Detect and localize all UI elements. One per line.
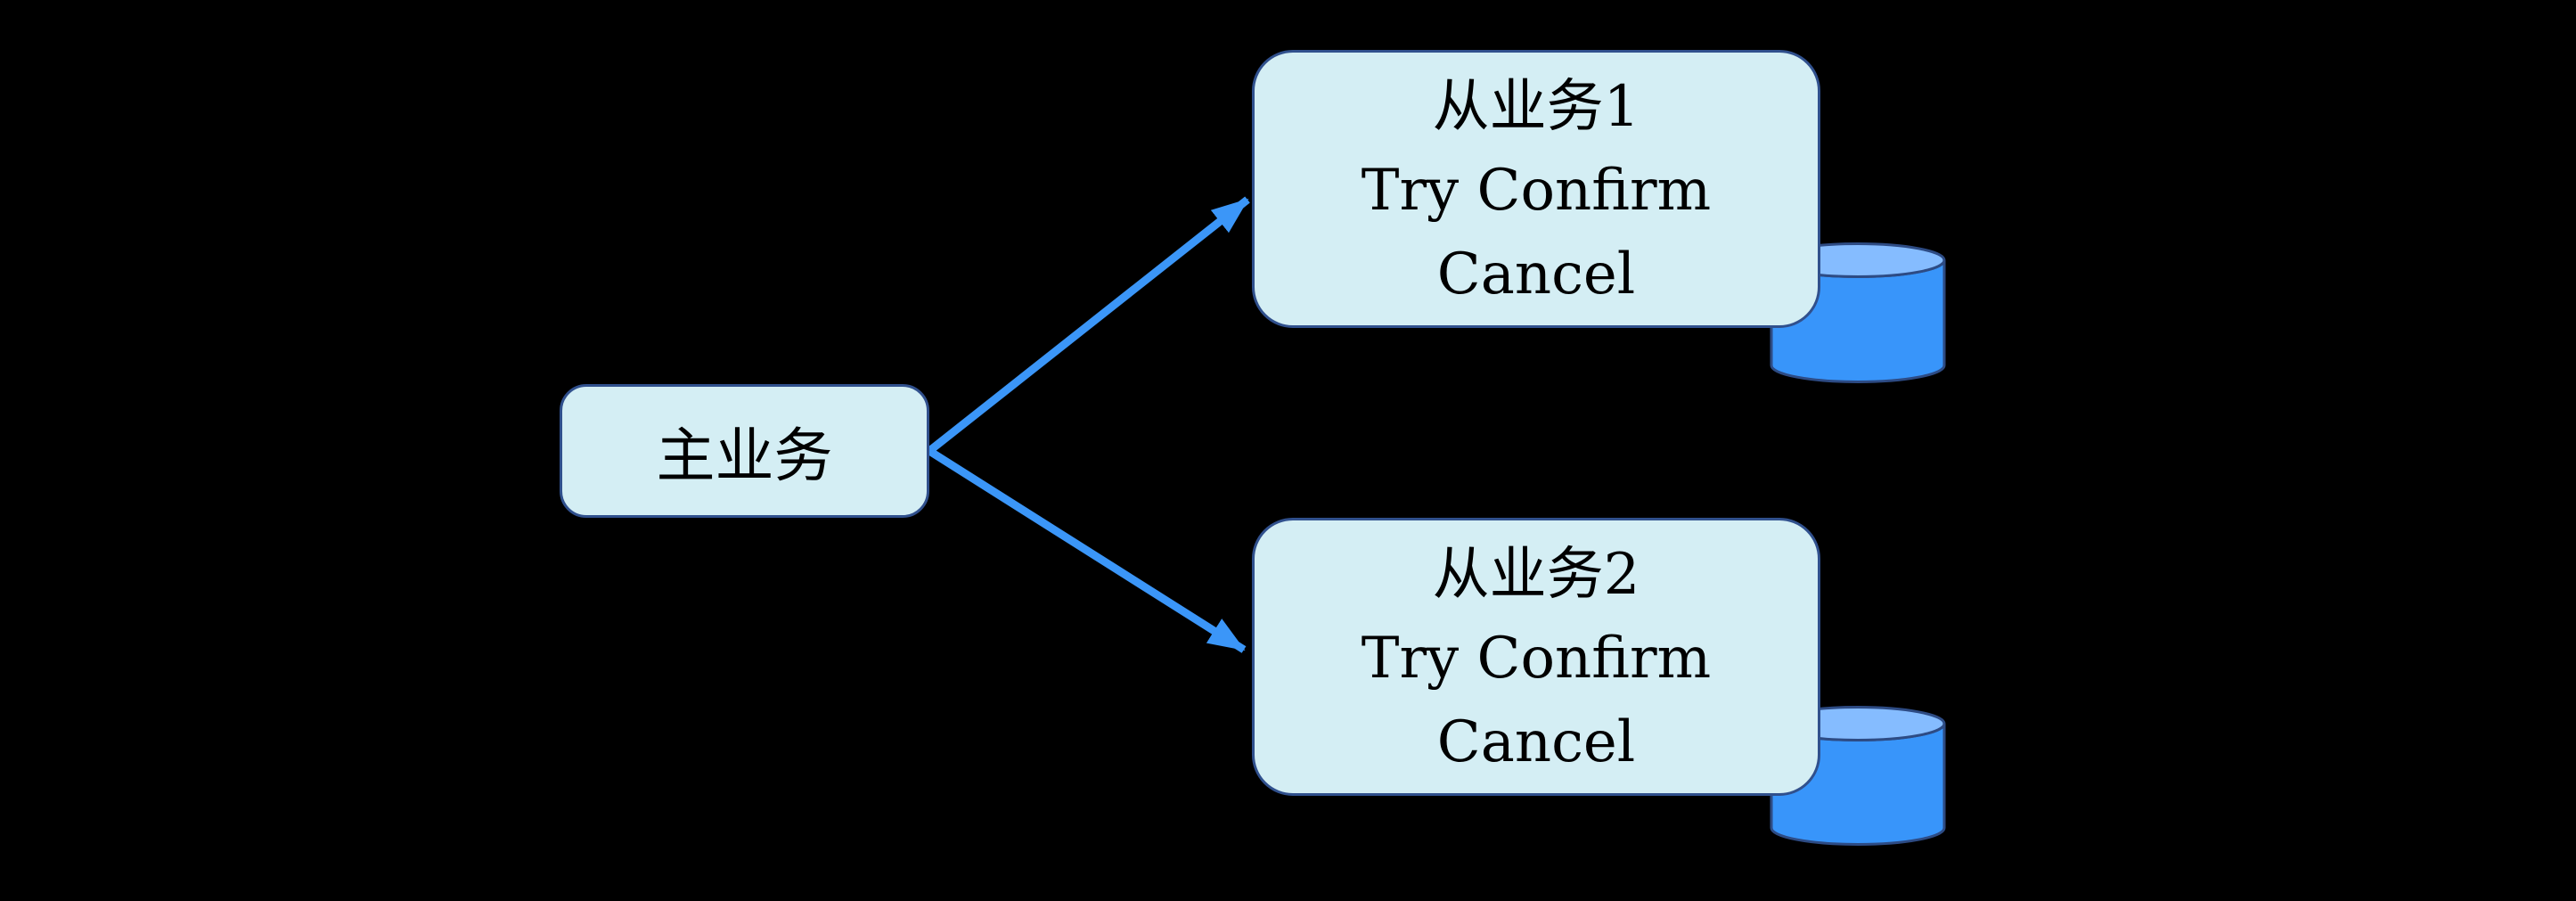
arrow-main-to-branch1 [927,196,1250,455]
branch1-try-confirm-label: Try Confirm [1361,158,1712,224]
branch1-node: 从业务1 Try Confirm Cancel [1252,50,1820,328]
branch2-cancel-label: Cancel [1436,709,1636,775]
branch2-title: 从业务2 [1432,542,1640,608]
main-business-node: 主业务 [560,384,929,518]
main-business-label: 主业务 [656,422,833,490]
branch1-cancel-label: Cancel [1436,242,1636,307]
branch2-try-confirm-label: Try Confirm [1361,626,1712,692]
arrow-main-to-branch2 [927,447,1247,653]
branch2-node: 从业务2 Try Confirm Cancel [1252,518,1820,796]
branch1-title: 从业务1 [1432,74,1640,140]
